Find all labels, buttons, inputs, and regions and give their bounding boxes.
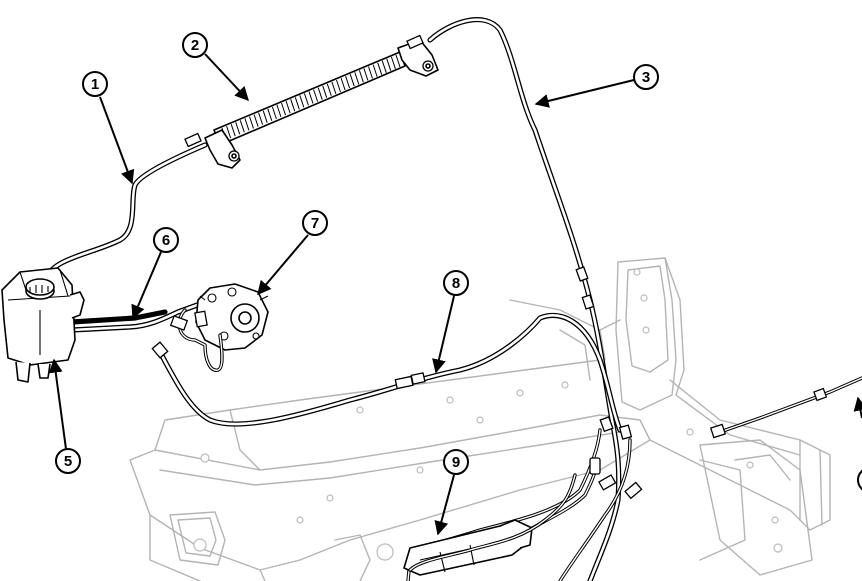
hose-pump-pressure-line: [151, 312, 623, 433]
cooler-fin: [358, 70, 364, 83]
cooler-fin: [253, 114, 259, 127]
cooler-fin: [230, 124, 236, 137]
cooler-fin: [317, 87, 323, 100]
power-steering-reservoir: [1, 267, 85, 383]
callout-label-2: 2: [191, 37, 199, 54]
cooler-fin: [354, 72, 360, 85]
callout-6: 6: [131, 227, 179, 320]
callout-2: 2: [182, 32, 249, 102]
power-steering-pump: [169, 283, 269, 372]
cooler-fin: [271, 106, 277, 120]
callout-label-7: 7: [311, 215, 319, 232]
hose-reservoir-to-cooler: [42, 142, 208, 285]
cooler-fin: [340, 77, 346, 91]
cooler-fin: [326, 83, 332, 96]
callout-offscreen-partial: [853, 396, 862, 491]
cooler-fin: [377, 62, 383, 75]
cooler-fins: [221, 54, 401, 141]
cooler-fin: [299, 95, 305, 108]
cooler-fin: [303, 93, 309, 106]
power-steering-cooler: [184, 34, 439, 169]
cooler-fin: [349, 74, 355, 87]
callout-3: 3: [534, 64, 659, 108]
cooler-fin: [267, 108, 273, 121]
hose-cooler-to-gear: [427, 17, 622, 581]
cooler-fin: [390, 56, 396, 70]
callout-label-6: 6: [162, 232, 170, 249]
cooler-fin: [386, 58, 392, 71]
vehicle-frame: [129, 257, 831, 581]
cooler-fin: [322, 85, 328, 98]
cooler-fin: [276, 104, 282, 118]
cooler-fin: [290, 99, 296, 112]
callout-label-9: 9: [452, 454, 460, 471]
cooler-fin: [249, 116, 254, 129]
cooler-fin: [372, 64, 378, 77]
cooler-fin: [381, 60, 387, 73]
callout-label-8: 8: [452, 275, 460, 292]
cooler-fin: [336, 79, 341, 93]
cooler-fin: [313, 89, 319, 102]
cooler-fin: [262, 110, 268, 123]
cooler-fin: [239, 120, 245, 133]
callout-5: 5: [48, 358, 81, 474]
callout-1: 1: [82, 71, 135, 185]
cooler-fin: [258, 112, 264, 125]
callout-8: 8: [432, 270, 469, 374]
callout-label-3: 3: [642, 69, 650, 86]
callout-9: 9: [434, 449, 469, 536]
callout-7: 7: [257, 210, 328, 296]
cooler-fin: [308, 91, 314, 104]
steering-gear: [403, 473, 577, 576]
cooler-fin: [281, 102, 286, 116]
callout-label-1: 1: [91, 76, 99, 93]
callout-label-5: 5: [64, 453, 72, 470]
cooler-fin: [294, 97, 300, 110]
cooler-fin: [226, 125, 232, 139]
steering-tie-rod: [709, 376, 862, 439]
cooler-fin: [285, 100, 291, 114]
cooler-fin: [235, 122, 241, 135]
cooler-fin: [368, 66, 373, 79]
cooler-fin: [363, 68, 369, 81]
cooler-fin: [395, 54, 401, 68]
cooler-fin: [244, 118, 250, 131]
cooler-fin: [331, 81, 337, 95]
cooler-fin: [345, 75, 351, 89]
